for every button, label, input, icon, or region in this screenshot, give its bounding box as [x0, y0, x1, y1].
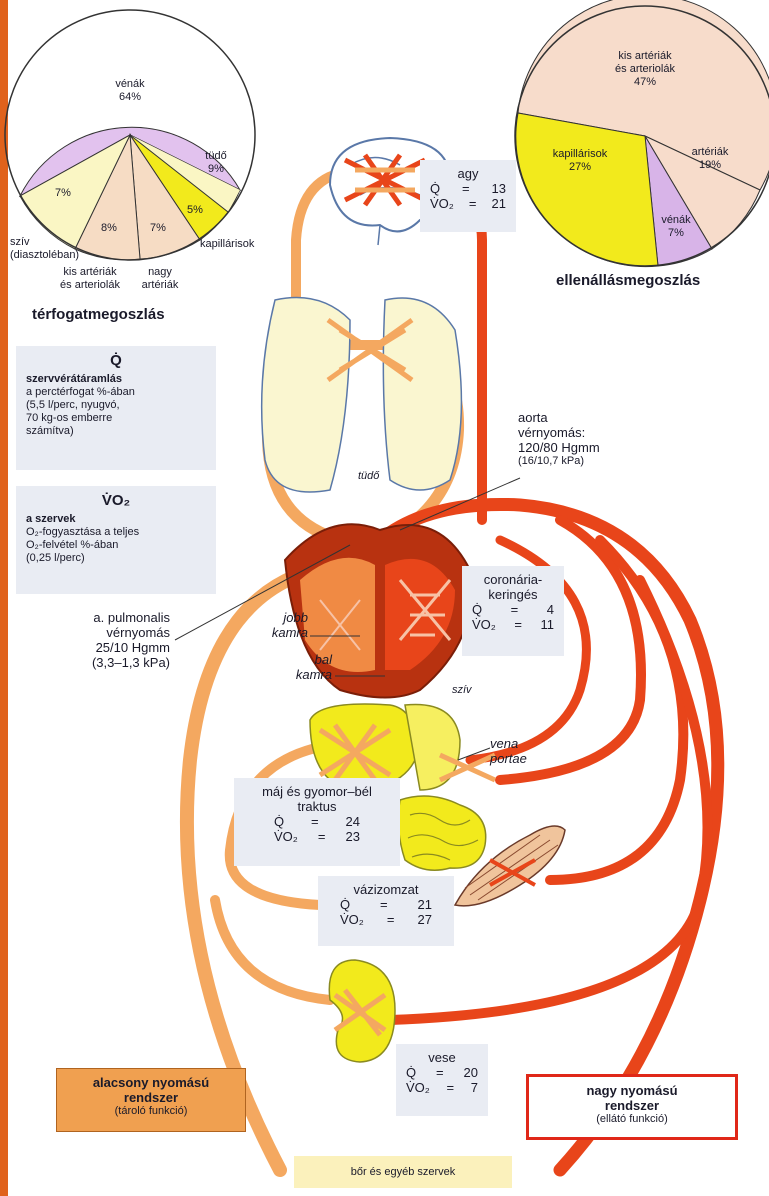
low-pressure-system-box: alacsony nyomású rendszer (tároló funkci…: [56, 1068, 246, 1132]
heart-label: szív: [452, 684, 472, 697]
organ-box-agy: agy Q̇=13 V̇O₂=21: [420, 160, 516, 232]
legend-q-symbol: Q̇: [26, 354, 206, 367]
resistance-pie-title: ellenállásmegoszlás: [556, 272, 700, 289]
vol-label-kapillarisok: kapillárisok: [200, 238, 254, 251]
vein-return-kidney: [215, 900, 330, 1000]
aorta-pressure-label: aorta vérnyomás: 120/80 Hgmm (16/10,7 kP…: [518, 410, 600, 468]
organ-box-bor: bőr és egyéb szervek: [294, 1156, 512, 1188]
legend-vo2-box: V̇O₂ a szervek O₂-fogyasztása a teljes O…: [16, 486, 216, 594]
vol-label-kap-val: 5%: [180, 204, 210, 217]
organ-box-coronaria: coronária- keringés Q̇=4 V̇O₂=11: [462, 566, 564, 656]
pulmonalis-pressure-label: a. pulmonalis vérnyomás 25/10 Hgmm (3,3–…: [30, 610, 170, 670]
intestine-illustration: [398, 796, 485, 870]
vessels: [187, 172, 718, 1170]
legend-q-box: Q̇ szervvérátáramlás a perctérfogat %-áb…: [16, 346, 216, 470]
vol-label-sziv-val: 7%: [48, 187, 78, 200]
organ-box-maj: máj és gyomor–bél traktus Q̇=24 V̇O₂=23: [234, 778, 400, 866]
organ-box-vese: vese Q̇=20 V̇O₂=7: [396, 1044, 488, 1116]
high-pressure-system-box: nagy nyomású rendszer (ellátó funkció): [526, 1074, 738, 1140]
volume-pie-title: térfogatmegoszlás: [32, 306, 165, 323]
resistance-pie-chart: [515, 0, 769, 267]
kidney-illustration: [329, 960, 395, 1062]
lung-label: tüdő: [358, 470, 379, 483]
vol-label-kis-val: 8%: [94, 222, 124, 235]
vol-label-nagy-val: 7%: [143, 222, 173, 235]
legend-vo2-symbol: V̇O₂: [26, 494, 206, 507]
lungs-illustration: [262, 298, 462, 493]
vol-label-sziv: szív(diasztoléban): [10, 236, 79, 262]
organ-box-vazizomzat: vázizomzat Q̇=21 V̇O₂=27: [318, 876, 454, 946]
volume-pie-chart: [5, 10, 255, 260]
pie-slice-kapillarisok-res: [516, 113, 658, 267]
